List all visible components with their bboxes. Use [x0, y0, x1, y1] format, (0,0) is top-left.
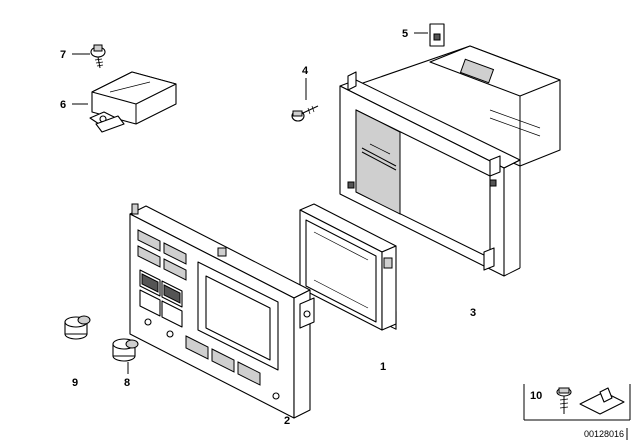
callout-5: 5	[402, 28, 408, 40]
callout-10: 10	[530, 390, 542, 402]
housing-3-part	[339, 45, 561, 330]
screw-4-part	[291, 78, 319, 122]
callout-7: 7	[60, 49, 66, 61]
cap-9-part	[64, 315, 91, 340]
display-1-part	[299, 203, 397, 331]
cap-8-part	[112, 338, 139, 374]
module-6-part	[72, 71, 177, 133]
callout-6: 6	[60, 99, 66, 111]
panel-2-part	[129, 203, 315, 419]
callout-8: 8	[124, 377, 130, 389]
callout-1: 1	[380, 361, 386, 373]
callout-4: 4	[302, 65, 309, 77]
part-10-box	[523, 384, 631, 421]
diagram-code: 00128016	[584, 429, 624, 439]
callout-2: 2	[284, 415, 290, 427]
screw-7-part	[72, 44, 106, 69]
callout-3: 3	[470, 307, 476, 319]
clip-5-part	[414, 23, 445, 47]
callout-9: 9	[72, 377, 78, 389]
